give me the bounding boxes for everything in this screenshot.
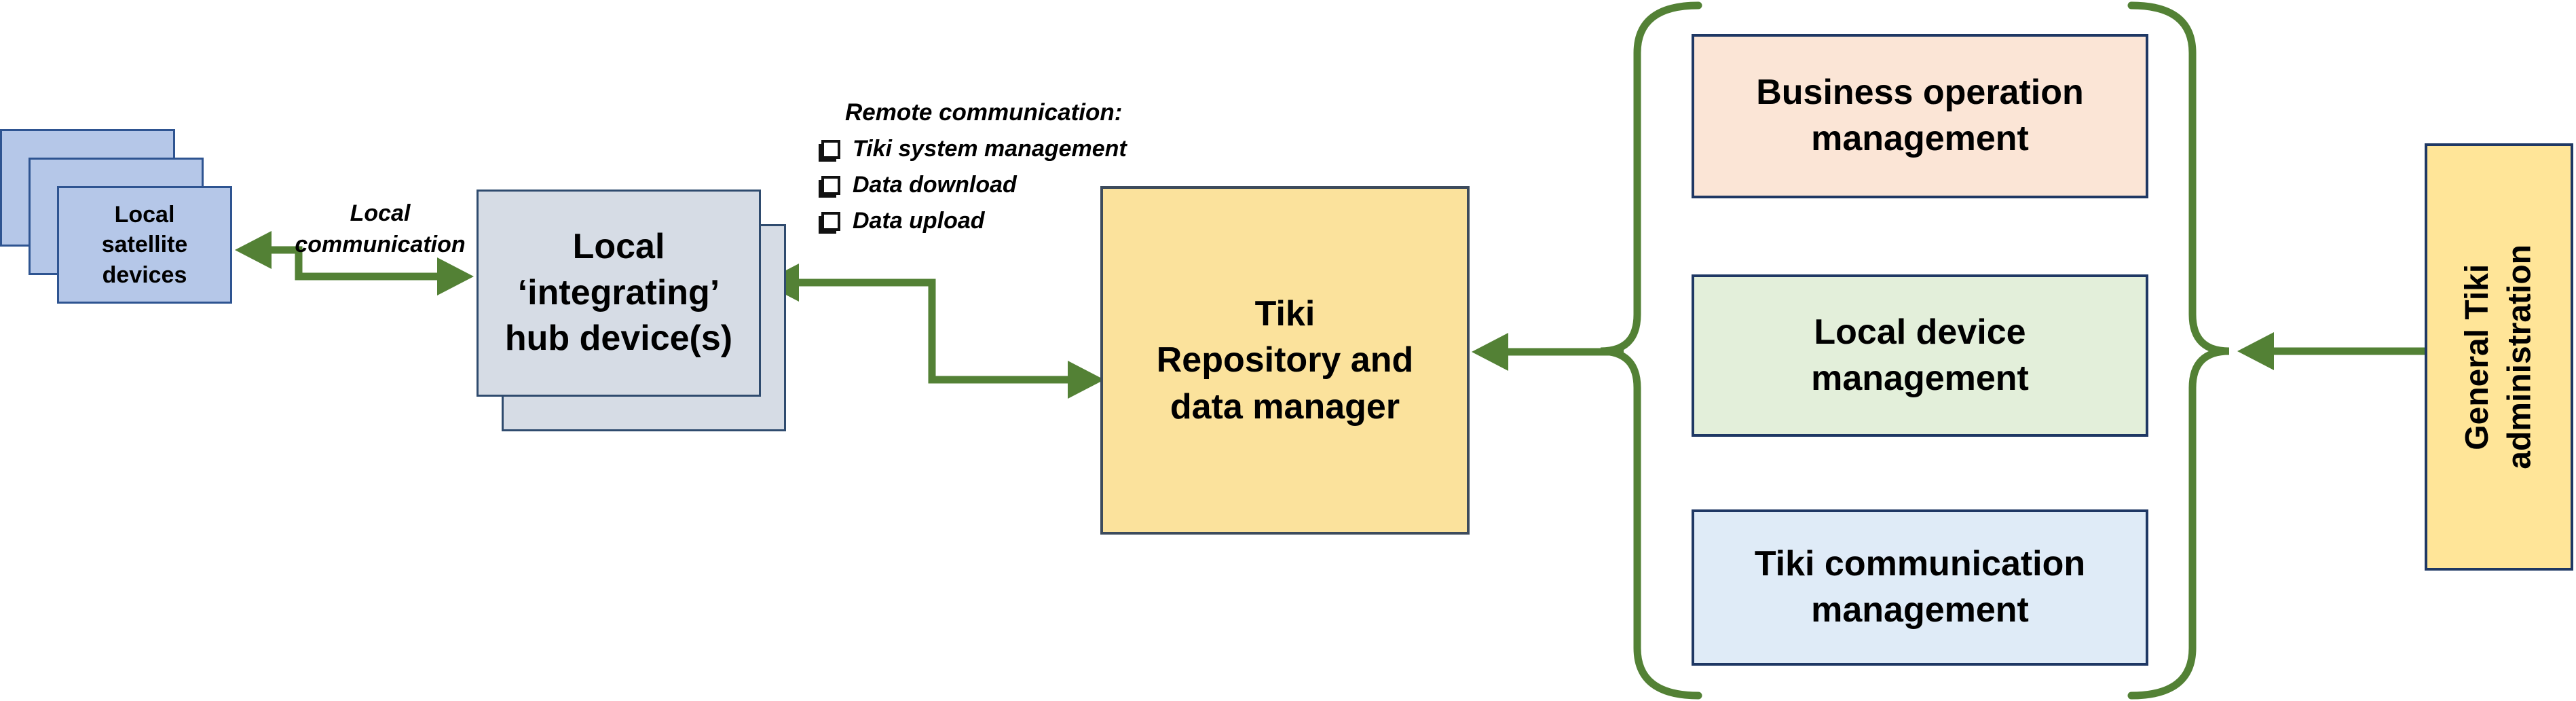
satellite-devices-label: Local satellite devices <box>101 202 188 288</box>
local-device-management-node: Local device management <box>1692 274 2148 437</box>
checkbox-icon <box>821 139 840 159</box>
local-communication-connector <box>269 246 441 281</box>
remote-item-data-upload: Data upload <box>820 208 1200 234</box>
business-operation-management-node: Business operation management <box>1692 34 2148 198</box>
tiki-communication-management-node: Tiki communication management <box>1692 509 2148 666</box>
remote-communication-block: Remote communication: Tiki system manage… <box>820 99 1200 234</box>
remote-communication-connector <box>794 278 1072 384</box>
integrating-hub-label: Local ‘integrating’ hub device(s) <box>504 227 733 359</box>
arrowhead-into-brace-icon <box>2237 332 2274 370</box>
tiki-repository-label: Tiki Repository and data manager <box>1156 293 1414 427</box>
remote-communication-title: Remote communication: <box>845 99 1123 126</box>
tiki-communication-management-label: Tiki communication management <box>1754 544 2086 630</box>
remote-item-data-download: Data download <box>820 172 1200 198</box>
remote-item-label: Tiki system management <box>853 136 1127 162</box>
checkbox-icon <box>821 211 840 231</box>
arrowhead-into-repository-right-icon <box>1472 333 1508 371</box>
arrowhead-into-hub-left-icon <box>437 257 474 295</box>
general-tiki-administration-node: General Tiki administration <box>2425 143 2573 571</box>
business-operation-management-label: Business operation management <box>1756 73 2084 158</box>
local-device-management-label: Local device management <box>1811 312 2029 398</box>
satellite-devices-node: Local satellite devices <box>57 186 232 304</box>
remote-item-label: Data upload <box>853 208 985 234</box>
remote-item-tiki-system-management: Tiki system management <box>820 136 1200 162</box>
remote-item-label: Data download <box>853 172 1017 198</box>
arrowhead-into-repository-left-icon <box>1068 361 1104 399</box>
general-tiki-administration-label: General Tiki administration <box>2459 245 2538 469</box>
arrowhead-into-satellite-icon <box>235 231 272 269</box>
right-brace-icon <box>2127 1 2230 700</box>
tiki-repository-node: Tiki Repository and data manager <box>1100 186 1470 535</box>
checkbox-icon <box>821 175 840 195</box>
local-communication-label: Local communication <box>295 200 466 257</box>
integrating-hub-node: Local ‘integrating’ hub device(s) <box>477 190 761 397</box>
left-brace-icon <box>1600 1 1702 700</box>
